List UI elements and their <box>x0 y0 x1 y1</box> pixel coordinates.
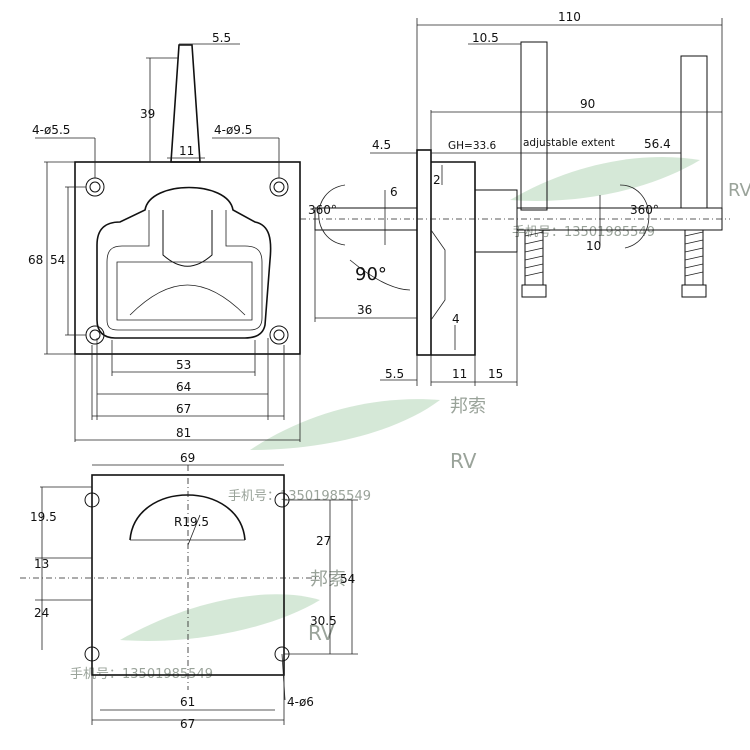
dim-h24: 24 <box>34 606 49 620</box>
dim-w67: 67 <box>176 402 191 416</box>
dim-h27: 27 <box>316 534 331 548</box>
front-view: 5.5 39 11 4-ø5.5 4-ø9.5 68 54 53 64 67 8… <box>28 31 301 442</box>
front-handle-rim <box>106 210 263 331</box>
dim-stem-height: 39 <box>140 107 155 121</box>
side-bolt-left <box>520 41 548 211</box>
side-view: 110 10.5 90 4.5 GH=33.6 adjustable exten… <box>300 10 730 386</box>
dim-h54: 54 <box>340 572 355 586</box>
front-handle-recess <box>116 261 253 321</box>
dim-h13: 13 <box>34 557 49 571</box>
dim-outer-height: 68 <box>28 253 43 267</box>
dim-stem-width-top: 5.5 <box>212 31 231 45</box>
cutout-dimension-lines <box>35 464 358 725</box>
dim-w53: 53 <box>176 358 191 372</box>
dim-radius: R19.5 <box>174 515 209 529</box>
dim-flange-4-5: 4.5 <box>372 138 391 152</box>
front-hole-bl <box>85 325 105 345</box>
front-dimension-lines <box>35 43 301 442</box>
dim-rotation-right: 360° <box>630 203 659 217</box>
dim-stem-width-bottom: 11 <box>179 144 194 158</box>
front-handle-outer <box>96 186 272 339</box>
side-rotation-right-arc <box>619 184 650 249</box>
dim-holes-small: 4-ø5.5 <box>32 123 70 137</box>
front-handle-cup <box>162 210 213 267</box>
dim-step-4: 4 <box>452 312 460 326</box>
watermark-phone-2: 手机号：13501985549 <box>512 225 655 240</box>
dim-adjustable-label: adjustable extent <box>523 137 615 149</box>
dim-w81: 81 <box>176 426 191 440</box>
front-plate-outline <box>74 161 301 355</box>
watermark-layer: 邦索 RV 邦索 RV RV 手机号：13501985549 手机号：13501… <box>70 156 750 682</box>
dim-holes-6: 4-ø6 <box>287 695 314 709</box>
dim-angle-90: 90° <box>355 264 387 285</box>
dim-w11: 11 <box>452 367 467 381</box>
watermark-brand-cn-2: 邦索 <box>310 569 346 590</box>
side-bolt-right <box>680 55 708 209</box>
dim-bolt-width: 10.5 <box>472 31 499 45</box>
front-hole-tr <box>269 177 289 197</box>
dim-shaft-10: 10 <box>586 239 601 253</box>
cutout-radius-arc <box>129 494 246 541</box>
dim-w5-5: 5.5 <box>385 367 404 381</box>
side-dimension-lines <box>314 18 723 386</box>
side-body-bevel <box>430 229 446 321</box>
watermark-brand-cn-1: 邦索 <box>450 396 486 417</box>
cutout-view: 69 R19.5 19.5 13 24 27 54 30.5 61 67 4-ø… <box>20 451 358 731</box>
side-bolt-right-thread <box>684 229 704 286</box>
watermark-leaf-2 <box>120 594 320 641</box>
front-holes <box>85 177 289 345</box>
dim-total-length: 110 <box>558 10 581 24</box>
dim-shaft-6: 6 <box>390 185 398 199</box>
side-stem-left <box>314 207 418 231</box>
front-hole-tl <box>85 177 105 197</box>
dim-holes-large: 4-ø9.5 <box>214 123 252 137</box>
side-body <box>431 161 476 356</box>
front-hole-br-inner <box>273 329 285 341</box>
side-rotation-left-arc <box>318 184 346 246</box>
front-handle-arc <box>129 284 246 316</box>
cutout-hole-bl <box>84 646 100 662</box>
front-hole-br <box>269 325 289 345</box>
dim-w67: 67 <box>180 717 195 731</box>
dim-inner-height: 54 <box>50 253 65 267</box>
side-bolt-left-nut <box>521 284 547 298</box>
side-flange <box>416 149 432 356</box>
side-bolt-right-nut <box>681 284 707 298</box>
dim-adjustable-value: 56.4 <box>644 137 671 151</box>
side-thread-hatch <box>524 231 704 277</box>
front-hole-tr-inner <box>273 181 285 193</box>
watermark-brand-rv-3: RV <box>728 180 750 201</box>
dim-gh: GH=33.6 <box>448 140 497 152</box>
dim-top-69: 69 <box>180 451 195 465</box>
dim-h30-5: 30.5 <box>310 614 337 628</box>
front-hole-tl-inner <box>89 181 101 193</box>
front-hole-bl-inner <box>89 329 101 341</box>
dim-rotation-left: 360° <box>308 203 337 217</box>
dim-length-90: 90 <box>580 97 595 111</box>
dim-w64: 64 <box>176 380 191 394</box>
cutout-hole-tl <box>84 492 100 508</box>
watermark-leaf-3 <box>510 156 700 201</box>
dim-w61: 61 <box>180 695 195 709</box>
side-angle-arc <box>349 259 411 291</box>
dim-w15: 15 <box>488 367 503 381</box>
watermark-leaf-1 <box>250 399 440 450</box>
dim-len-36: 36 <box>357 303 372 317</box>
front-stem <box>170 44 201 163</box>
watermark-brand-rv-1: RV <box>450 449 477 473</box>
watermark-phone-1: 手机号：13501985549 <box>228 489 371 504</box>
dim-step-2: 2 <box>433 173 441 187</box>
dim-h19-5: 19.5 <box>30 510 57 524</box>
side-hub <box>474 189 518 253</box>
